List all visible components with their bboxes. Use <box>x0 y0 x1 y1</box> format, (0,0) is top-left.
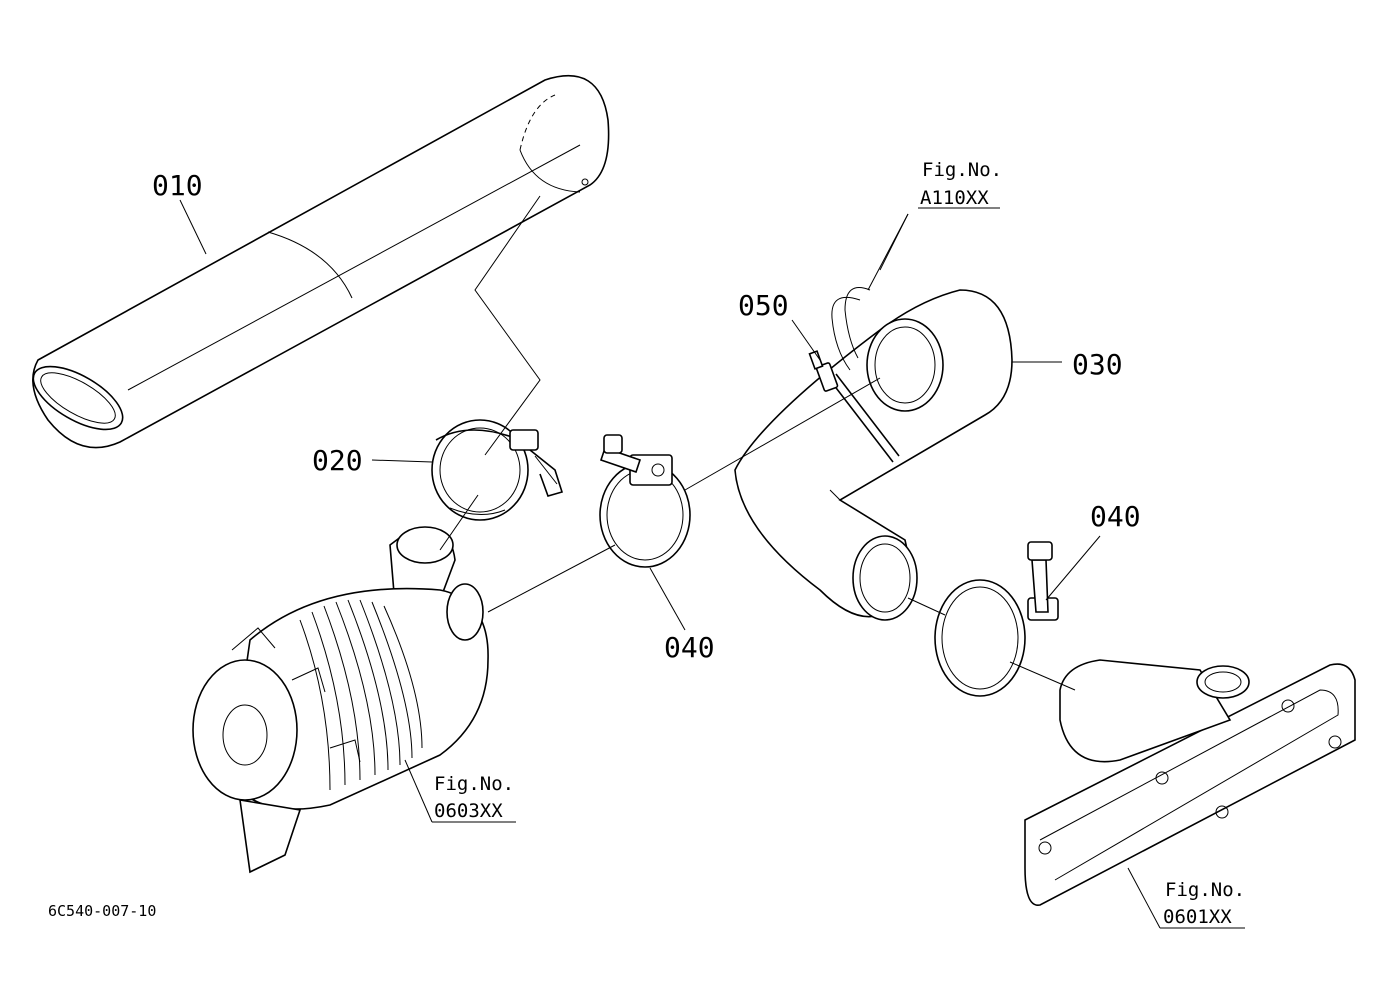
callout-040-left: 040 <box>664 631 715 664</box>
part-050-band[interactable] <box>808 287 900 463</box>
drawing-number: 6C540-007-10 <box>48 902 156 920</box>
air-cleaner-fins <box>299 599 423 791</box>
figref-0603xx[interactable]: Fig.No. 0603XX <box>434 773 514 822</box>
figref-0603xx-line1: Fig.No. <box>434 773 514 795</box>
air-cleaner-assembly[interactable] <box>192 526 489 874</box>
assembly-lines <box>439 195 1076 691</box>
part-010-intake-tube[interactable] <box>24 75 610 449</box>
figref-a110xx-line2: A110XX <box>920 187 989 209</box>
part-020-hose-clamp[interactable] <box>431 419 564 521</box>
callout-020: 020 <box>312 444 363 477</box>
figref-a110xx[interactable]: Fig.No. A110XX <box>920 159 1002 209</box>
callout-leaders <box>179 199 1245 929</box>
callout-010: 010 <box>152 169 203 202</box>
part-040-clamp-left[interactable] <box>599 434 691 568</box>
figref-0601xx-line2: 0601XX <box>1163 906 1232 928</box>
figref-0601xx[interactable]: Fig.No. 0601XX <box>1163 879 1245 928</box>
part-040-clamp-right[interactable] <box>934 541 1059 697</box>
callout-030: 030 <box>1072 348 1123 381</box>
figref-a110xx-line1: Fig.No. <box>922 159 1002 181</box>
figref-0603xx-line2: 0603XX <box>434 800 503 822</box>
callout-040-right: 040 <box>1090 500 1141 533</box>
intake-manifold[interactable] <box>1024 659 1356 906</box>
part-030-elbow-hose[interactable] <box>734 289 1013 621</box>
figref-0601xx-line1: Fig.No. <box>1165 879 1245 901</box>
callout-050: 050 <box>738 289 789 322</box>
